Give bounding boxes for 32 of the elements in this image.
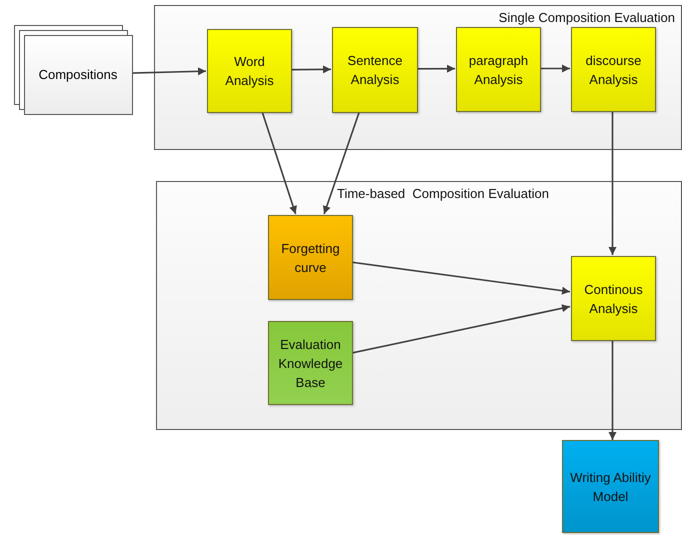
process-box [571, 256, 656, 341]
arrow [608, 111, 616, 255]
arrow [352, 261, 570, 295]
process-box [268, 321, 353, 405]
box-label: paragraph Analysis [468, 52, 530, 88]
arrow [322, 112, 360, 214]
group-title: Time-based Composition Evaluation [337, 186, 549, 201]
arrow [540, 64, 570, 72]
group-panel [154, 5, 682, 150]
box-label: Compositions [38, 67, 118, 82]
box-label: discourse Analysis [584, 52, 642, 88]
process-box [268, 215, 353, 300]
arrow [352, 304, 570, 354]
process-box [571, 27, 656, 112]
process-box [456, 27, 541, 112]
box-label: Forgetting curve [280, 240, 341, 276]
arrow [417, 64, 455, 73]
process-box [207, 29, 292, 113]
box-label: Continous Analysis [583, 280, 644, 318]
box-label: Evaluation Knowledge Base [277, 336, 344, 392]
arrow [261, 112, 297, 214]
arrow [132, 67, 206, 76]
arrow [291, 65, 331, 74]
process-box [562, 440, 659, 533]
group-panel [156, 181, 682, 430]
arrow [608, 340, 616, 440]
box-label: Word Analysis [224, 53, 275, 90]
box-label: Writing Abilitiy Model [569, 468, 652, 506]
process-box [332, 27, 418, 113]
box-label: Sentence Analysis [346, 52, 404, 89]
group-title: Single Composition Evaluation [498, 10, 675, 25]
document-stack [14, 25, 134, 116]
